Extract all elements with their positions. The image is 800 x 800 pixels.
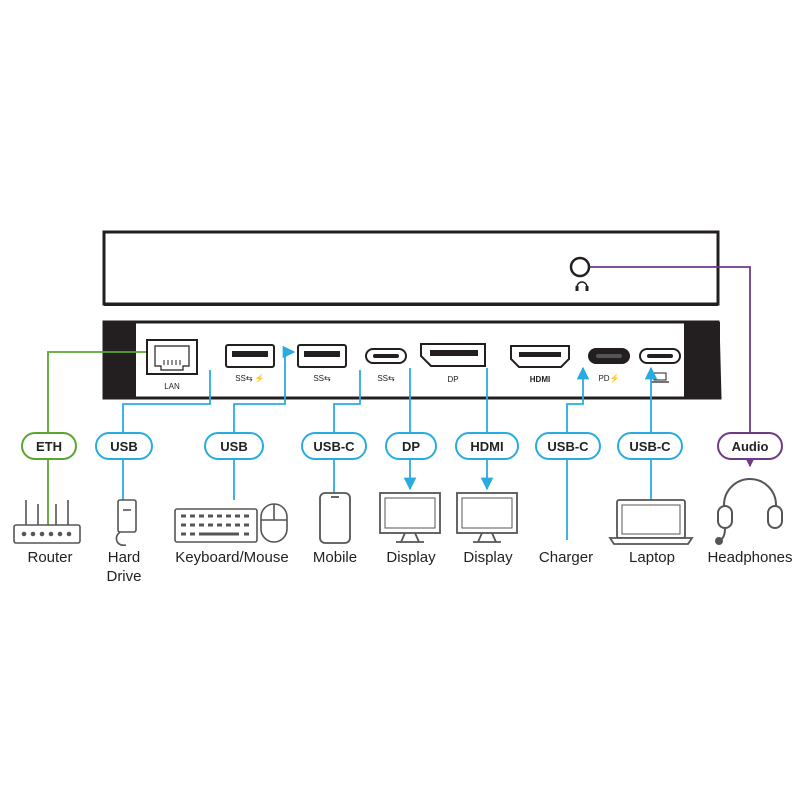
headphones-icon (715, 478, 783, 545)
usb-c-host-port (639, 348, 681, 364)
mobile-phone-icon (319, 492, 351, 544)
pill-hdmi: HDMI (455, 432, 519, 460)
charger-line (566, 368, 583, 540)
pill-audio-label: Audio (732, 439, 769, 454)
displayport-port (420, 343, 486, 367)
dock-front-panel (102, 230, 720, 306)
usb-a-port-1-label: SS⇆ ⚡ (235, 373, 265, 383)
pill-dp-label: DP (402, 439, 420, 454)
usb-c-mobile-line (333, 370, 361, 493)
device-label-display-hdmi: Display (463, 549, 513, 566)
pill-audio: Audio (717, 432, 783, 460)
pill-usb-c-charger-label: USB-C (547, 439, 589, 454)
pill-usb-c-charger: USB-C (535, 432, 601, 460)
headphone-jack (569, 256, 591, 278)
pill-usb-c-laptop: USB-C (617, 432, 683, 460)
pill-usb-c-mobile: USB-C (301, 432, 367, 460)
device-label-hard-drive-1: Hard (108, 549, 141, 566)
device-label-laptop: Laptop (629, 549, 675, 566)
display-icon-hdmi (456, 492, 518, 543)
pill-usb-keyboard-label: USB (220, 439, 247, 454)
pill-usb-harddrive: USB (95, 432, 153, 460)
pill-eth-label: ETH (36, 439, 62, 454)
display-icon-dp (379, 492, 441, 543)
device-label-hard-drive-2: Drive (106, 568, 141, 585)
eth-line (47, 351, 146, 525)
headphone-icon (575, 281, 589, 291)
device-label-headphones: Headphones (707, 549, 792, 566)
device-label-mobile: Mobile (313, 549, 357, 566)
usb-c-pd-port-label: PD⚡ (598, 373, 619, 383)
usb-a-port-2 (297, 344, 347, 368)
hdmi-port-label: HDMI (530, 375, 550, 384)
pill-eth: ETH (21, 432, 77, 460)
lan-port-label: LAN (164, 382, 180, 391)
usb-harddrive-line (122, 370, 211, 500)
device-label-charger: Charger (539, 549, 593, 566)
usb-c-port-1-label: SS⇆ (377, 374, 395, 383)
pill-usb-keyboard: USB (204, 432, 264, 460)
lan-port (146, 339, 198, 375)
usb-keyboard-line (233, 352, 294, 500)
usb-a-port-2-label: SS⇆ (313, 374, 331, 383)
pill-hdmi-label: HDMI (470, 439, 503, 454)
device-label-keyboard-mouse: Keyboard/Mouse (175, 549, 288, 566)
mouse-icon (260, 503, 288, 543)
pill-dp: DP (385, 432, 437, 460)
laptop-device-icon (608, 499, 694, 545)
usb-a-port-1 (225, 344, 275, 368)
keyboard-icon (174, 508, 258, 543)
connection-lines (47, 266, 750, 540)
pill-usb-c-mobile-label: USB-C (313, 439, 355, 454)
hard-drive-icon (115, 499, 137, 547)
usb-c-port-1 (365, 348, 407, 364)
device-label-display-dp: Display (386, 549, 436, 566)
pill-usb-c-laptop-label: USB-C (629, 439, 671, 454)
router-icon (13, 500, 81, 544)
displayport-port-label: DP (447, 375, 458, 384)
pill-usb-harddrive-label: USB (110, 439, 137, 454)
hdmi-port (510, 345, 570, 368)
device-label-router: Router (27, 549, 72, 566)
dock-rear-panel (102, 320, 722, 400)
usb-c-pd-port (588, 348, 630, 364)
audio-line (590, 266, 750, 466)
